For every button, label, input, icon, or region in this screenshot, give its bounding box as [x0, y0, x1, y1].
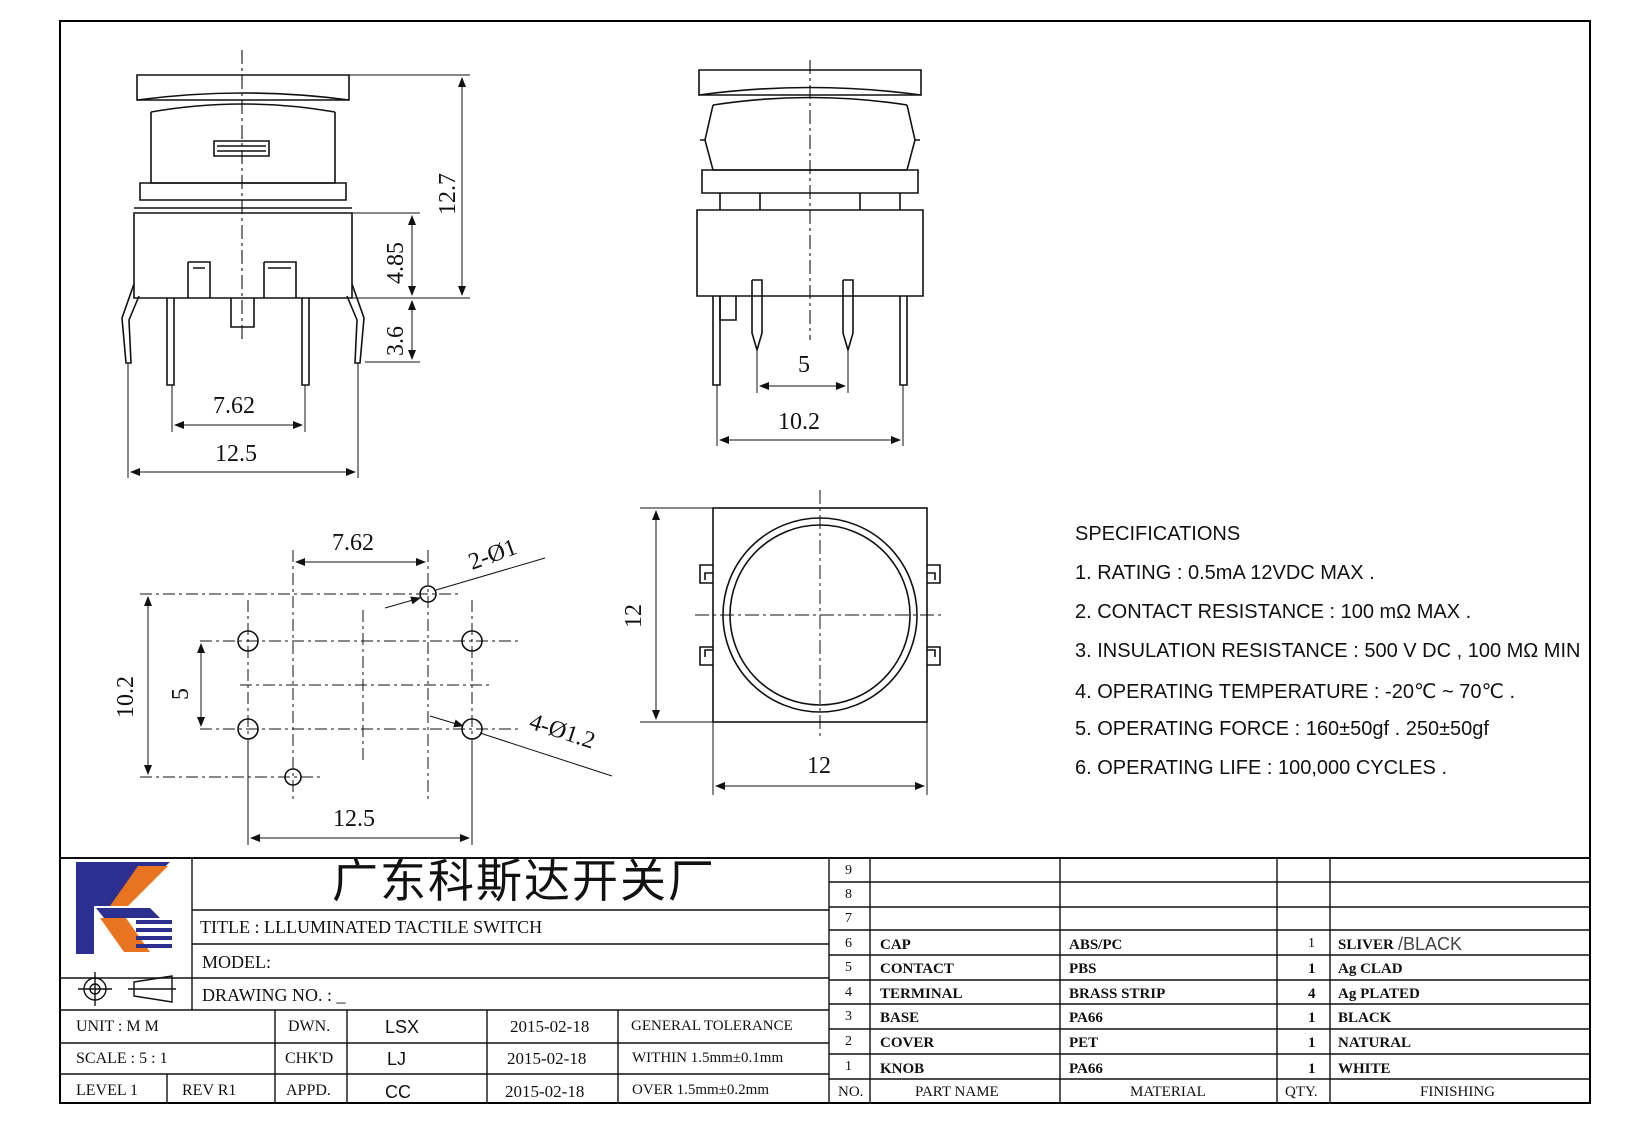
dim-fp-hole-small: 2-Ø1: [465, 534, 520, 575]
bom-part: CAP: [880, 937, 911, 953]
bom-material: ABS/PC: [1069, 937, 1123, 953]
drawing-frame: [59, 20, 1591, 1104]
bom-qty: 1: [1308, 936, 1315, 951]
bom-finish: SLIVER: [1338, 937, 1394, 953]
bom-no: 1: [845, 1059, 852, 1074]
projection-symbol-icon: [78, 972, 176, 1006]
tolerance-over: OVER 1.5mm±0.2mm: [632, 1082, 769, 1098]
spec-item-contact-resistance: 2. CONTACT RESISTANCE : 100 mΩ MAX .: [1075, 601, 1472, 623]
level-field: LEVEL 1: [76, 1082, 139, 1099]
dim-front-pitch: 5: [798, 352, 810, 378]
dim-front-width: 10.2: [778, 409, 820, 435]
bom-part: CONTACT: [880, 961, 954, 977]
bom-row-number: 7: [845, 911, 852, 926]
appd-label: APPD.: [286, 1082, 331, 1099]
unit-field: UNIT : M M: [76, 1018, 159, 1035]
bom-no: 2: [845, 1034, 852, 1049]
bom-qty: 1: [1308, 1035, 1316, 1051]
dim-fp-width: 12.5: [333, 806, 375, 832]
bom-material: PA66: [1069, 1061, 1103, 1077]
bom-material: PBS: [1069, 961, 1097, 977]
bom-no: 3: [845, 1009, 852, 1024]
tolerance-within: WITHIN 1.5mm±0.1mm: [632, 1050, 784, 1066]
dim-height-12-7: 12.7: [435, 173, 461, 215]
spec-heading: SPECIFICATIONS: [1075, 523, 1241, 545]
bom-no: 4: [845, 985, 852, 1000]
dim-height-3-6: 3.6: [383, 326, 409, 356]
bom-part: BASE: [880, 1010, 920, 1026]
bom-qty: 1: [1308, 1061, 1316, 1077]
bom-header-qty: QTY.: [1285, 1084, 1318, 1100]
appd-date: 2015-02-18: [505, 1082, 585, 1101]
bom-row-number: 9: [845, 863, 852, 878]
spec-item-insulation: 3. INSULATION RESISTANCE : 500 V DC , 10…: [1075, 640, 1581, 662]
footprint-view: [140, 550, 613, 845]
bom-header-part: PART NAME: [915, 1084, 999, 1100]
bom-qty: 1: [1308, 961, 1316, 977]
spec-item-rating: 1. RATING : 0.5mA 12VDC MAX .: [1075, 562, 1375, 584]
bom-qty: 4: [1308, 986, 1316, 1002]
front-view: [696, 60, 924, 446]
scale-field: SCALE : 5 : 1: [76, 1050, 168, 1067]
title-block-grid: [59, 857, 1591, 1104]
bom-header-finishing: FINISHING: [1420, 1084, 1495, 1100]
dwn-date: 2015-02-18: [510, 1017, 590, 1036]
dim-height-4-85: 4.85: [383, 242, 409, 284]
bom-material: PA66: [1069, 1010, 1103, 1026]
bom-finish-extra: /BLACK: [1398, 934, 1463, 954]
dim-fp-hole-large: 4-Ø1.2: [526, 709, 598, 755]
model-field: MODEL:: [202, 952, 271, 972]
drawing-title: TITLE : LLLUMINATED TACTILE SWITCH: [200, 917, 543, 937]
spec-item-temperature: 4. OPERATING TEMPERATURE : -20℃ ~ 70℃ .: [1075, 681, 1516, 703]
top-view: [640, 490, 945, 795]
bom-part: TERMINAL: [880, 986, 963, 1002]
bom-material: BRASS STRIP: [1069, 986, 1166, 1002]
dwn-value: LSX: [385, 1017, 420, 1037]
chk-value: LJ: [387, 1049, 407, 1069]
bom-finish: WHITE: [1338, 1061, 1391, 1077]
company-name: 广东科斯达开关厂: [332, 854, 716, 908]
side-view: [121, 50, 470, 478]
dim-side-pitch: 7.62: [213, 393, 255, 419]
bom-finish: BLACK: [1338, 1010, 1392, 1026]
bom-no: 6: [845, 936, 852, 951]
bom-part: KNOB: [880, 1061, 925, 1077]
bom-no: 5: [845, 960, 852, 975]
company-logo: [76, 862, 172, 954]
dim-side-width: 12.5: [215, 441, 257, 467]
spec-item-force: 5. OPERATING FORCE : 160±50gf . 250±50gf: [1075, 718, 1489, 740]
bom-finish: Ag PLATED: [1338, 986, 1420, 1002]
dim-top-height: 12: [621, 604, 647, 628]
dim-fp-pitch: 7.62: [332, 530, 374, 556]
chk-date: 2015-02-18: [507, 1049, 587, 1068]
rev-field: REV R1: [182, 1082, 237, 1099]
spec-item-life: 6. OPERATING LIFE : 100,000 CYCLES .: [1075, 757, 1448, 779]
bom-part: COVER: [880, 1035, 935, 1051]
bom-finish: Ag CLAD: [1338, 961, 1403, 977]
dim-fp-inner: 5: [168, 688, 194, 700]
bom-material: PET: [1069, 1035, 1099, 1051]
bom-header-no: NO.: [838, 1084, 864, 1100]
tolerance-heading: GENERAL TOLERANCE: [631, 1018, 793, 1034]
dim-fp-height: 10.2: [113, 676, 139, 718]
dwn-label: DWN.: [288, 1018, 331, 1035]
bom-qty: 1: [1308, 1010, 1316, 1026]
bom-header-material: MATERIAL: [1130, 1084, 1206, 1100]
bom-row-number: 8: [845, 887, 852, 902]
dim-top-width: 12: [807, 753, 831, 779]
appd-value: CC: [385, 1082, 411, 1102]
bom-finish: NATURAL: [1338, 1035, 1412, 1051]
chk-label: CHK'D: [285, 1050, 334, 1067]
drawing-number: DRAWING NO. : _: [202, 985, 346, 1005]
